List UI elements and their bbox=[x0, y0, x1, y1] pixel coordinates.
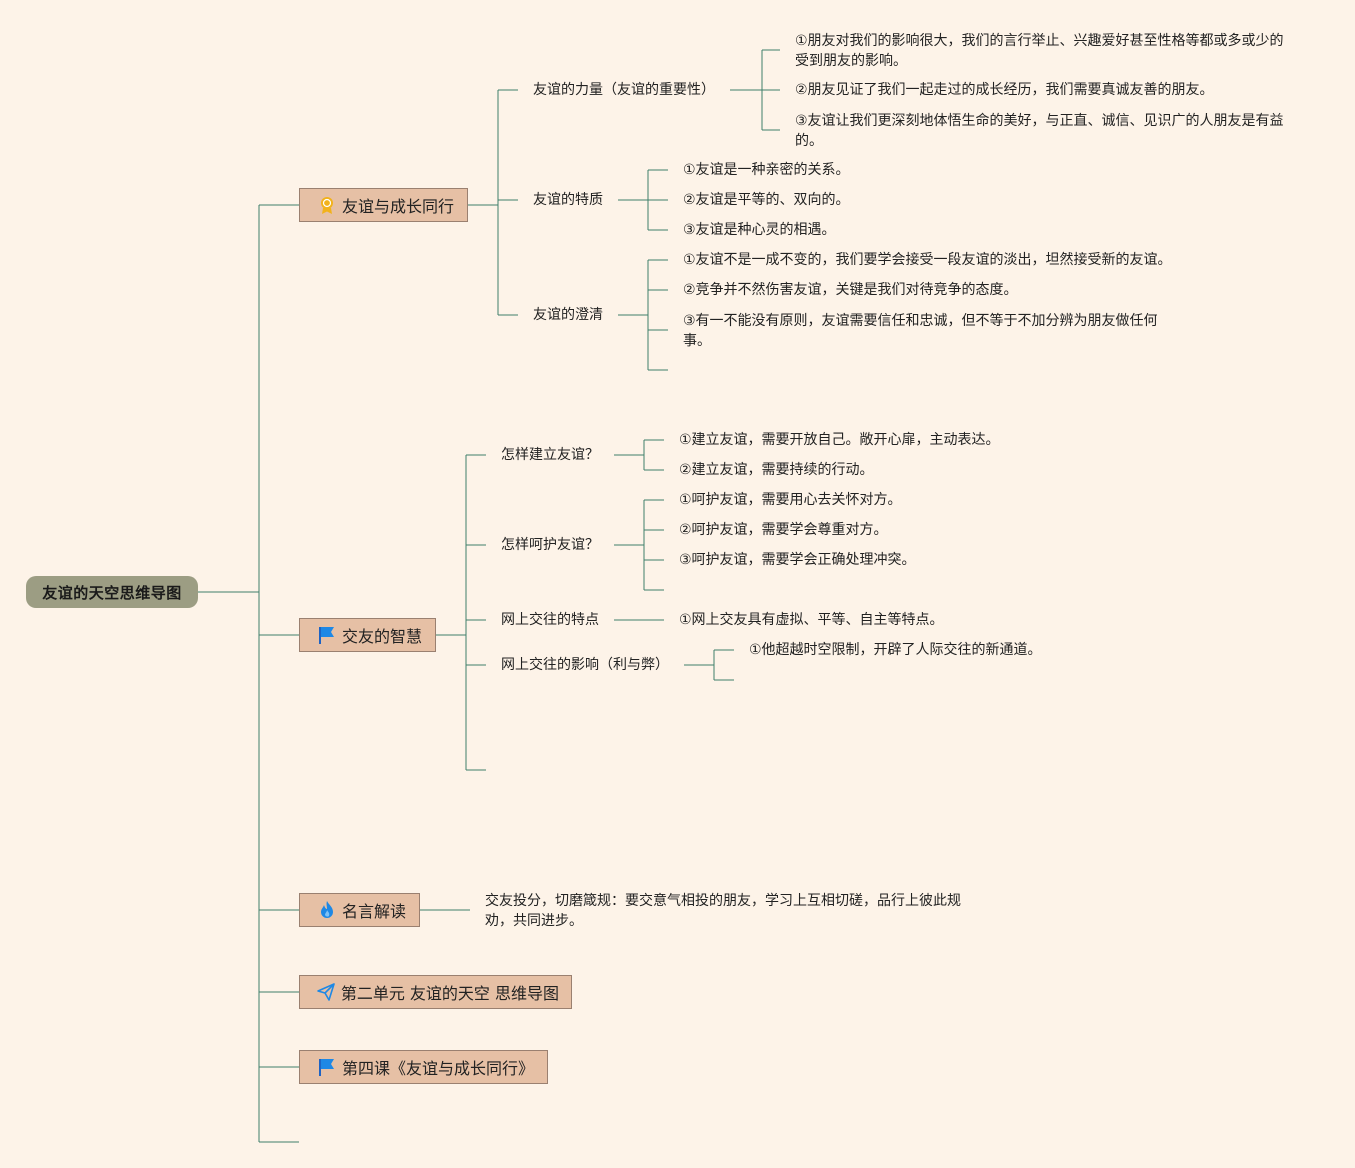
leaf-item[interactable]: ①友谊不是一成不变的，我们要学会接受一段友谊的淡出，坦然接受新的友谊。 bbox=[683, 252, 1172, 268]
leaf-item[interactable]: ②友谊是平等的、双向的。 bbox=[683, 192, 850, 208]
leaf-item[interactable]: ③有一不能没有原则，友谊需要信任和忠诚，但不等于不加分辨为朋友做任何事。 bbox=[683, 313, 1158, 349]
leaf-item[interactable]: ②朋友见证了我们一起走过的成长经历，我们需要真诚友善的朋友。 bbox=[795, 82, 1214, 98]
flag-icon bbox=[316, 624, 338, 646]
leaf-item[interactable]: ①友谊是一种亲密的关系。 bbox=[683, 162, 850, 178]
sub-friendship-power[interactable]: 友谊的力量（友谊的重要性） bbox=[533, 82, 715, 98]
sub-online-traits[interactable]: 网上交往的特点 bbox=[501, 612, 599, 628]
leaf-item[interactable]: ②竞争并不然伤害友谊，关键是我们对待竞争的态度。 bbox=[683, 282, 1018, 298]
leaf-item[interactable]: ①朋友对我们的影响很大，我们的言行举止、兴趣爱好甚至性格等都或多或少的受到朋友的… bbox=[795, 33, 1284, 69]
leaf-item[interactable]: ③友谊让我们更深刻地体悟生命的美好，与正直、诚信、见识广的人朋友是有益的。 bbox=[795, 113, 1284, 149]
root-node[interactable]: 友谊的天空思维导图 bbox=[26, 576, 198, 608]
branch-making-friends[interactable]: 交友的智慧 bbox=[299, 618, 436, 652]
branch-lesson-four[interactable]: 第四课《友谊与成长同行》 bbox=[299, 1050, 548, 1084]
branch-label: 名言解读 bbox=[342, 902, 407, 921]
sub-protect-friendship[interactable]: 怎样呵护友谊？ bbox=[501, 537, 599, 553]
leaf-item[interactable]: ①建立友谊，需要开放自己。敞开心扉，主动表达。 bbox=[679, 432, 1000, 448]
leaf-item[interactable]: ①他超越时空限制，开辟了人际交往的新通道。 bbox=[749, 642, 1042, 658]
sub-friendship-traits[interactable]: 友谊的特质 bbox=[533, 192, 603, 208]
branch-label: 第二单元 友谊的天空 思维导图 bbox=[340, 984, 559, 1003]
fire-icon bbox=[316, 899, 338, 921]
root-label: 友谊的天空思维导图 bbox=[42, 583, 182, 602]
flag-icon bbox=[316, 1056, 338, 1078]
quote-note[interactable]: 交友投分，切磨箴规：要交意气相投的朋友，学习上互相切磋，品行上彼此规劝，共同进步… bbox=[485, 893, 961, 929]
paper-plane-icon bbox=[316, 981, 337, 1003]
branch-unit-two[interactable]: 第二单元 友谊的天空 思维导图 bbox=[299, 975, 572, 1009]
sub-friendship-clarify[interactable]: 友谊的澄清 bbox=[533, 307, 603, 323]
leaf-item[interactable]: ①呵护友谊，需要用心去关怀对方。 bbox=[679, 492, 902, 508]
branch-label: 友谊与成长同行 bbox=[342, 197, 455, 216]
branch-quote-explain[interactable]: 名言解读 bbox=[299, 893, 420, 927]
sub-build-friendship[interactable]: 怎样建立友谊？ bbox=[501, 447, 599, 463]
leaf-item[interactable]: ③呵护友谊，需要学会正确处理冲突。 bbox=[679, 552, 916, 568]
leaf-item[interactable]: ③友谊是种心灵的相遇。 bbox=[683, 222, 836, 238]
leaf-item[interactable]: ②建立友谊，需要持续的行动。 bbox=[679, 462, 874, 478]
medal-icon bbox=[316, 194, 338, 216]
leaf-item[interactable]: ②呵护友谊，需要学会尊重对方。 bbox=[679, 522, 888, 538]
branch-label: 第四课《友谊与成长同行》 bbox=[342, 1059, 535, 1078]
branch-friendship-growth[interactable]: 友谊与成长同行 bbox=[299, 188, 468, 222]
sub-online-impact[interactable]: 网上交往的影响（利与弊） bbox=[501, 657, 669, 673]
branch-label: 交友的智慧 bbox=[342, 627, 423, 646]
leaf-item[interactable]: ①网上交友具有虚拟、平等、自主等特点。 bbox=[679, 612, 944, 628]
